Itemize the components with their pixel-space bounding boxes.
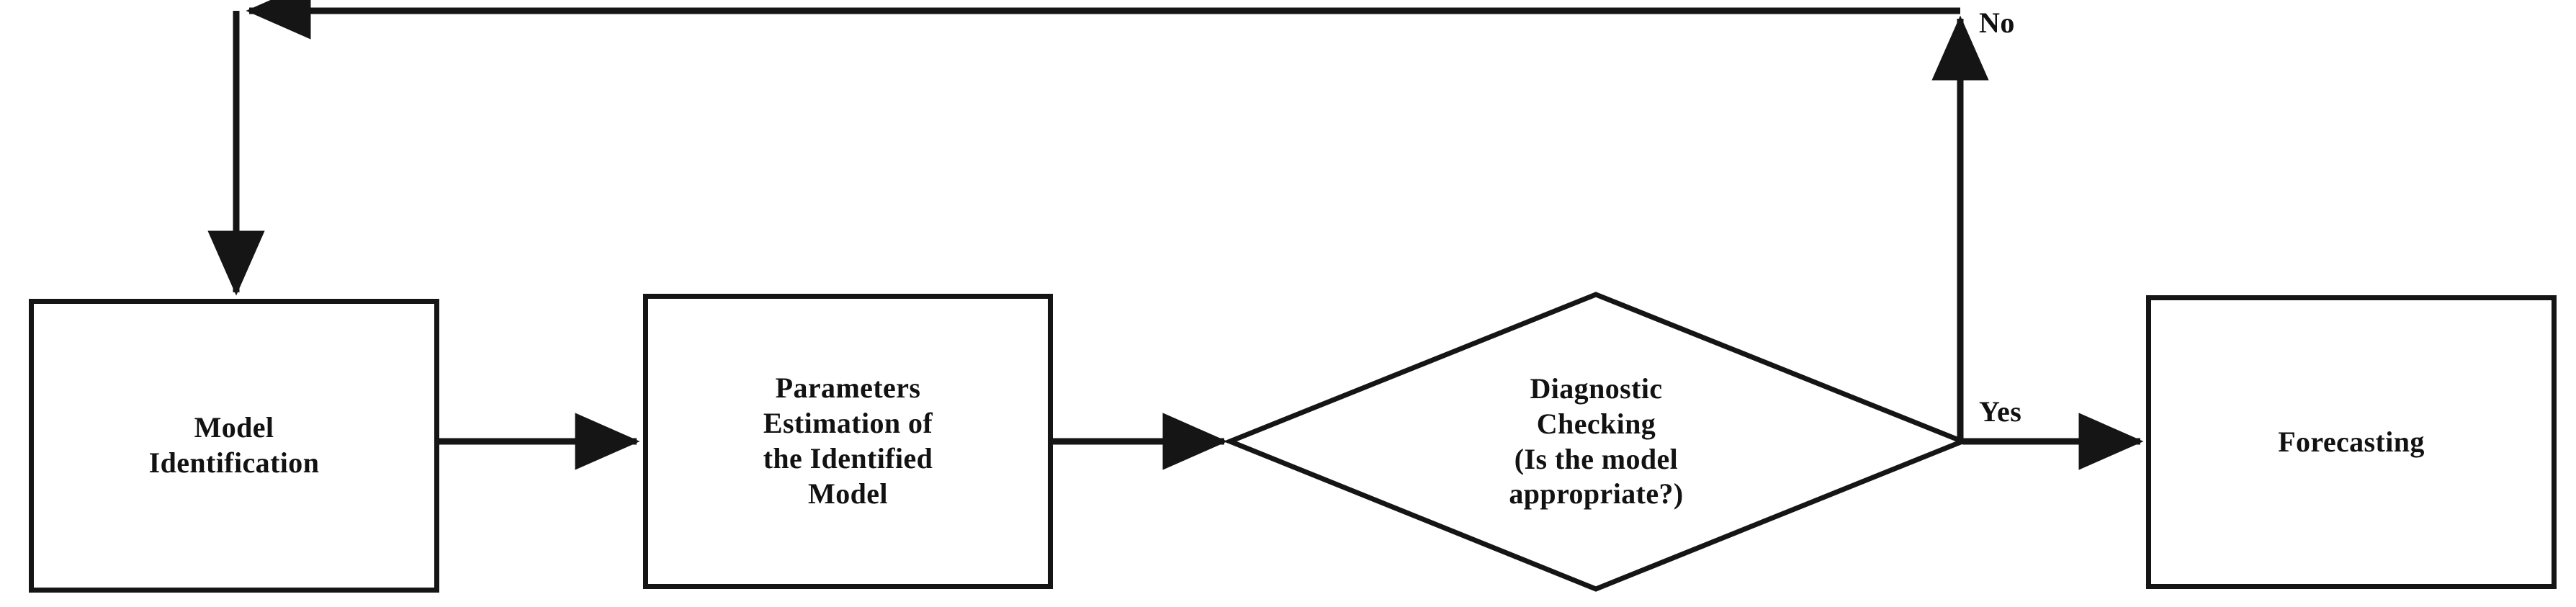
node-forecasting[interactable]: Forecasting: [2146, 295, 2557, 589]
node-model-identification[interactable]: Model Identification: [29, 299, 439, 593]
diamond-outline: [1223, 292, 1970, 592]
node-model-identification-label: Model Identification: [148, 411, 320, 479]
node-parameter-estimation[interactable]: Parameters Estimation of the Identified …: [643, 294, 1053, 589]
node-diagnostic-checking[interactable]: Diagnostic Checking (Is the model approp…: [1230, 294, 1962, 589]
node-parameter-estimation-label: Parameters Estimation of the Identified …: [763, 372, 933, 510]
node-forecasting-label: Forecasting: [2278, 425, 2425, 458]
node-diagnostic-checking-label: Diagnostic Checking (Is the model approp…: [1509, 372, 1684, 511]
edge-label-no: No: [1979, 6, 2015, 39]
edge-label-yes: Yes: [1979, 395, 2022, 428]
